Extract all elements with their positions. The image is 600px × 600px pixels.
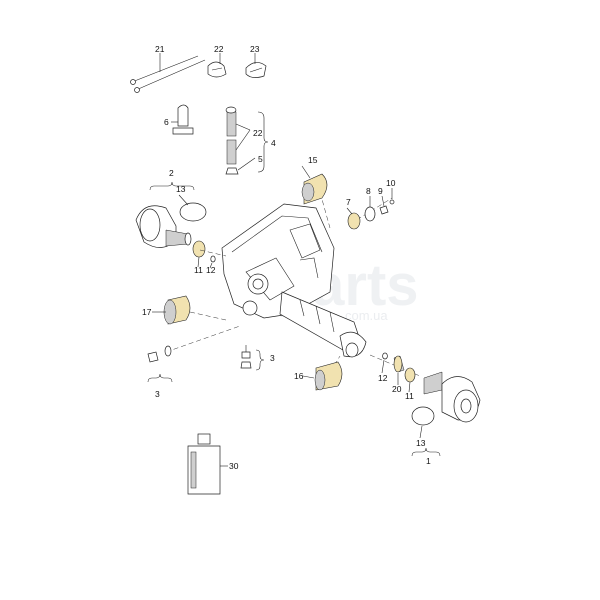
callout-5: 5 — [258, 154, 263, 164]
circlip-12-right — [382, 352, 388, 360]
oil-bottle-30 — [187, 433, 228, 495]
callout-6: 6 — [164, 117, 169, 127]
breather-hose-22 — [225, 106, 256, 175]
callout-3-center: 3 — [270, 353, 275, 363]
callout-13-left: 13 — [176, 184, 186, 194]
seal-11-left — [192, 240, 206, 258]
callout-22-top: 22 — [214, 44, 224, 54]
callout-12-right: 12 — [378, 373, 388, 383]
bracket-4 — [257, 111, 269, 173]
callout-11-right: 11 — [405, 391, 414, 401]
callout-23: 23 — [250, 44, 260, 54]
drain-plug-left-3 — [147, 345, 172, 363]
bushing-17 — [163, 295, 191, 325]
axle-tube — [279, 291, 367, 358]
cable-tie-21 — [130, 53, 206, 93]
o-ring-13-left — [179, 202, 207, 222]
callout-11-left: 11 — [194, 265, 203, 275]
o-ring-13-right — [411, 406, 435, 426]
bracket-1 — [411, 447, 441, 457]
bushing-15 — [301, 173, 328, 205]
callout-30: 30 — [229, 461, 239, 471]
differential-housing — [221, 203, 335, 319]
bushing-16 — [314, 361, 343, 391]
callout-8: 8 — [366, 186, 371, 196]
callout-4: 4 — [271, 138, 276, 148]
callout-21: 21 — [155, 44, 165, 54]
callout-3-left: 3 — [155, 389, 160, 399]
callout-10: 10 — [386, 178, 396, 188]
bracket-3-left — [147, 373, 173, 383]
callout-7: 7 — [346, 197, 351, 207]
bracket-3-center — [255, 349, 265, 371]
callout-9: 9 — [378, 186, 383, 196]
flange-left — [135, 205, 192, 248]
callout-2: 2 — [169, 168, 174, 178]
breather-cap-6 — [171, 104, 194, 135]
clip-22 — [207, 53, 227, 78]
plug-9 — [379, 205, 389, 215]
callout-20: 20 — [392, 384, 402, 394]
watermark-domain: com.ua — [345, 308, 388, 323]
seal-7 — [347, 212, 361, 230]
callout-1: 1 — [426, 456, 431, 466]
bracket-2 — [149, 181, 195, 191]
callout-22-mid: 22 — [253, 128, 263, 138]
ring-10 — [389, 199, 395, 205]
callout-12-left: 12 — [206, 265, 216, 275]
circlip-12-left — [210, 255, 216, 263]
callout-16: 16 — [294, 371, 304, 381]
callout-15: 15 — [308, 155, 318, 165]
callout-17: 17 — [142, 307, 152, 317]
seal-11-right — [404, 367, 416, 383]
callout-13-right: 13 — [416, 438, 426, 448]
o-ring-8 — [364, 206, 376, 222]
flange-right — [423, 371, 481, 423]
bearing-20 — [393, 355, 405, 373]
drain-plug-center-3 — [240, 345, 252, 369]
leader-lines — [152, 165, 423, 439]
clip-23 — [245, 53, 267, 78]
